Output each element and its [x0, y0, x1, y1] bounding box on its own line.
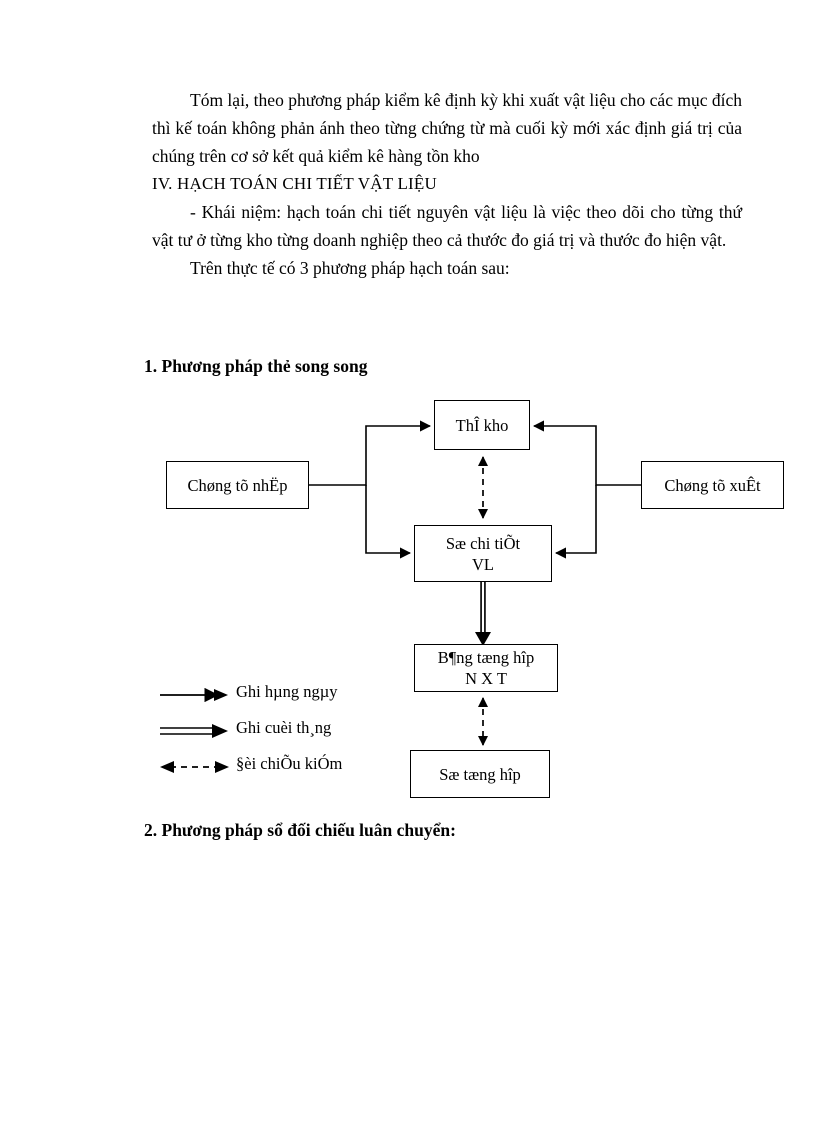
edge-so-chi-tiet-to-bang-th-double: [475, 582, 491, 646]
node-label-so-chi-tiet-vl: Sæ chi tiÕt VL: [446, 533, 520, 575]
legend-icon-double-line-arrow: [160, 724, 228, 738]
legend-row-ghi-cuoi-thang: Ghi cuèi th¸ng: [160, 718, 410, 754]
node-label-bang-tong-hop-nxt: B¶ng tæng hîp N X T: [438, 647, 534, 689]
diagram-node-chung-tu-nhap: Chøng tõ nhËp: [166, 461, 309, 509]
legend-icon-dashed-double-arrow: [160, 761, 229, 773]
node-label-line-2: VL: [471, 554, 494, 574]
node-label-line-1: Sæ chi tiÕt: [445, 533, 521, 553]
legend-label-ghi-cuoi-thang: Ghi cuèi th¸ng: [236, 718, 332, 737]
paragraph-2: - Khái niệm: hạch toán chi tiết nguyên v…: [152, 202, 742, 250]
legend-row-ghi-hang-ngay: Ghi hµng ngµy: [160, 682, 410, 718]
diagram-node-the-kho: ThÎ kho: [434, 400, 530, 450]
paragraph-1: Tóm lại, theo phương pháp kiểm kê định k…: [152, 90, 742, 166]
diagram-node-so-chi-tiet-vl: Sæ chi tiÕt VL: [414, 525, 552, 582]
edge-ct-nhap-to-the-kho: [309, 420, 432, 486]
diagram-legend: Ghi hµng ngµy Ghi cuèi th¸ng §èi chiÕu k…: [160, 682, 410, 790]
section-caps-heading: IV. HẠCH TOÁN CHI TIẾT VẬT LIỆU: [152, 174, 437, 193]
node-label-line-1: B¶ng tæng hîp: [437, 648, 535, 667]
legend-row-doi-chieu-kiem: §èi chiÕu kiÓm: [160, 754, 410, 790]
node-label-line-2: N X T: [465, 669, 507, 688]
edge-ct-xuat-to-the-kho: [532, 420, 641, 486]
diagram-node-chung-tu-xuat: Chøng tõ xuÊt: [641, 461, 784, 509]
edge-ct-nhap-to-so-chi-tiet: [365, 485, 412, 559]
node-label-chung-tu-nhap: Chøng tõ nhËp: [187, 475, 288, 495]
heading-method-2: 2. Phương pháp sổ đối chiếu luân chuyển:: [144, 820, 456, 840]
paragraph-3: Trên thực tế có 3 phương pháp hạch toán …: [190, 258, 510, 278]
diagram-node-bang-tong-hop-nxt: B¶ng tæng hîp N X T: [414, 644, 558, 692]
node-label-chung-tu-xuat: Chøng tõ xuÊt: [664, 475, 761, 495]
node-label-the-kho: ThÎ kho: [455, 415, 509, 435]
heading-method-1: 1. Phương pháp thẻ song song: [144, 356, 368, 376]
diagram-node-so-tong-hop: Sæ tæng hîp: [410, 750, 550, 798]
edge-ct-xuat-to-so-chi-tiet: [554, 485, 597, 559]
node-label-so-tong-hop: Sæ tæng hîp: [439, 764, 521, 784]
legend-label-doi-chieu-kiem: §èi chiÕu kiÓm: [236, 754, 343, 773]
legend-icon-solid-arrow: [160, 687, 228, 703]
document-body: Tóm lại, theo phương pháp kiểm kê định k…: [152, 86, 742, 282]
legend-label-ghi-hang-ngay: Ghi hµng ngµy: [236, 682, 338, 701]
